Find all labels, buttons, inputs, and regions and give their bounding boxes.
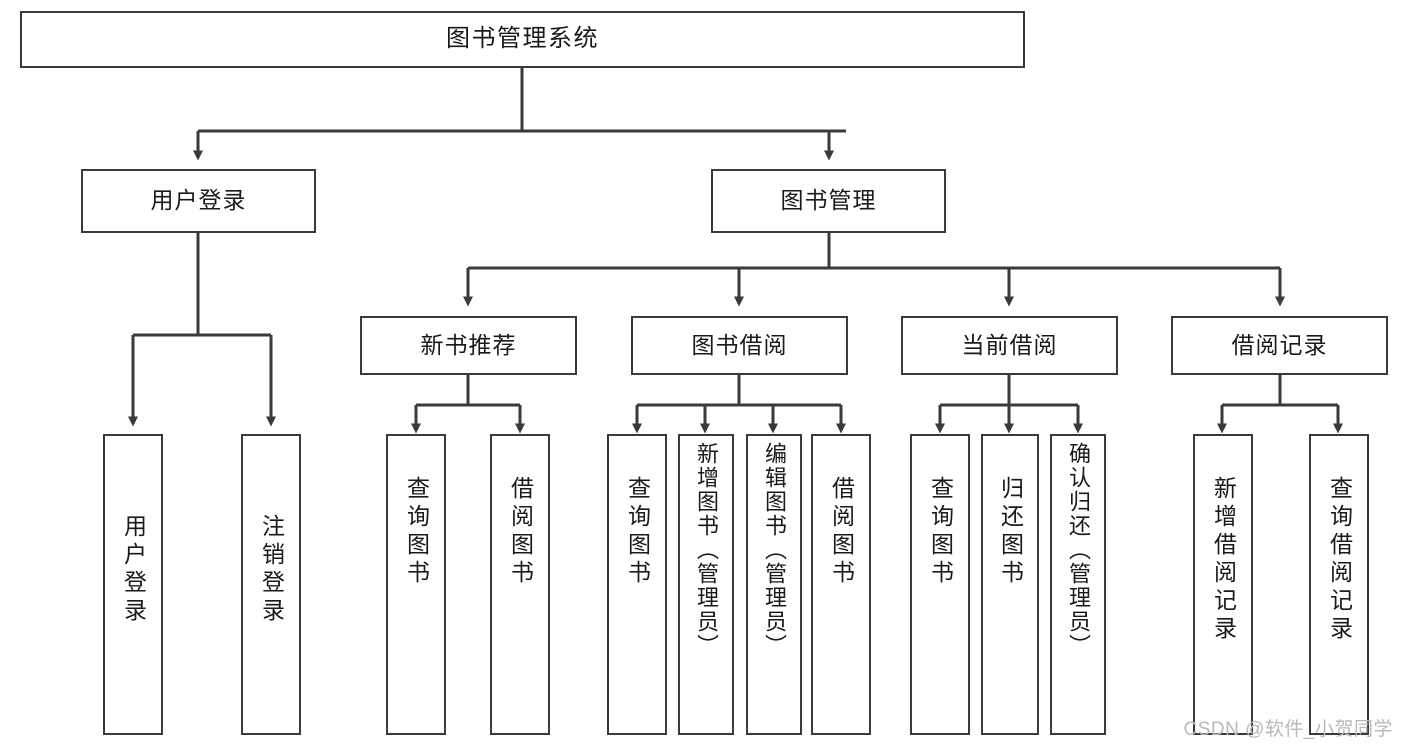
leaf-user-login[interactable]: 用户登录 — [103, 434, 163, 735]
node-user-login[interactable]: 用户登录 — [81, 169, 316, 233]
node-root[interactable]: 图书管理系统 — [20, 11, 1025, 68]
leaf-confirm-return[interactable]: 确认归还（管理员） — [1050, 434, 1106, 735]
leaf-query-book-1-label: 查询图书 — [403, 476, 430, 588]
leaf-query-book-2-label: 查询图书 — [624, 476, 651, 588]
node-book-manage-label: 图书管理 — [780, 187, 877, 214]
node-user-login-label: 用户登录 — [150, 187, 247, 214]
leaf-add-book[interactable]: 新增图书（管理员） — [678, 434, 734, 735]
leaf-user-login-label: 用户登录 — [120, 514, 147, 626]
leaf-query-record[interactable]: 查询借阅记录 — [1309, 434, 1369, 735]
leaf-add-record[interactable]: 新增借阅记录 — [1193, 434, 1253, 735]
node-new-book-rec-label: 新书推荐 — [420, 331, 517, 358]
leaf-add-book-label: 新增图书（管理员） — [694, 442, 719, 658]
node-root-label: 图书管理系统 — [446, 25, 599, 53]
watermark: CSDN @软件_小贺同学 — [1183, 719, 1393, 740]
leaf-query-book-2[interactable]: 查询图书 — [607, 434, 667, 735]
leaf-edit-book[interactable]: 编辑图书（管理员） — [746, 434, 802, 735]
node-current-borrow[interactable]: 当前借阅 — [901, 316, 1118, 375]
leaf-query-book-1[interactable]: 查询图书 — [386, 434, 446, 735]
node-borrow-record[interactable]: 借阅记录 — [1171, 316, 1388, 375]
node-current-borrow-label: 当前借阅 — [961, 331, 1058, 358]
leaf-borrow-book-1[interactable]: 借阅图书 — [490, 434, 550, 735]
leaf-borrow-book-2[interactable]: 借阅图书 — [811, 434, 871, 735]
node-new-book-rec[interactable]: 新书推荐 — [360, 316, 577, 375]
leaf-query-book-3-label: 查询图书 — [927, 476, 954, 588]
leaf-logout-label: 注销登录 — [258, 514, 285, 626]
leaf-confirm-return-label: 确认归还（管理员） — [1066, 442, 1091, 658]
leaf-query-book-3[interactable]: 查询图书 — [910, 434, 970, 735]
leaf-add-record-label: 新增借阅记录 — [1210, 476, 1237, 644]
leaf-edit-book-label: 编辑图书（管理员） — [762, 442, 787, 658]
node-book-borrow[interactable]: 图书借阅 — [631, 316, 848, 375]
leaf-return-book-label: 归还图书 — [997, 476, 1024, 588]
node-borrow-record-label: 借阅记录 — [1231, 331, 1328, 358]
leaf-query-record-label: 查询借阅记录 — [1326, 476, 1353, 644]
node-book-borrow-label: 图书借阅 — [691, 331, 788, 358]
node-book-manage[interactable]: 图书管理 — [711, 169, 946, 233]
leaf-borrow-book-1-label: 借阅图书 — [507, 476, 534, 588]
leaf-logout[interactable]: 注销登录 — [241, 434, 301, 735]
leaf-return-book[interactable]: 归还图书 — [981, 434, 1039, 735]
leaf-borrow-book-2-label: 借阅图书 — [828, 476, 855, 588]
